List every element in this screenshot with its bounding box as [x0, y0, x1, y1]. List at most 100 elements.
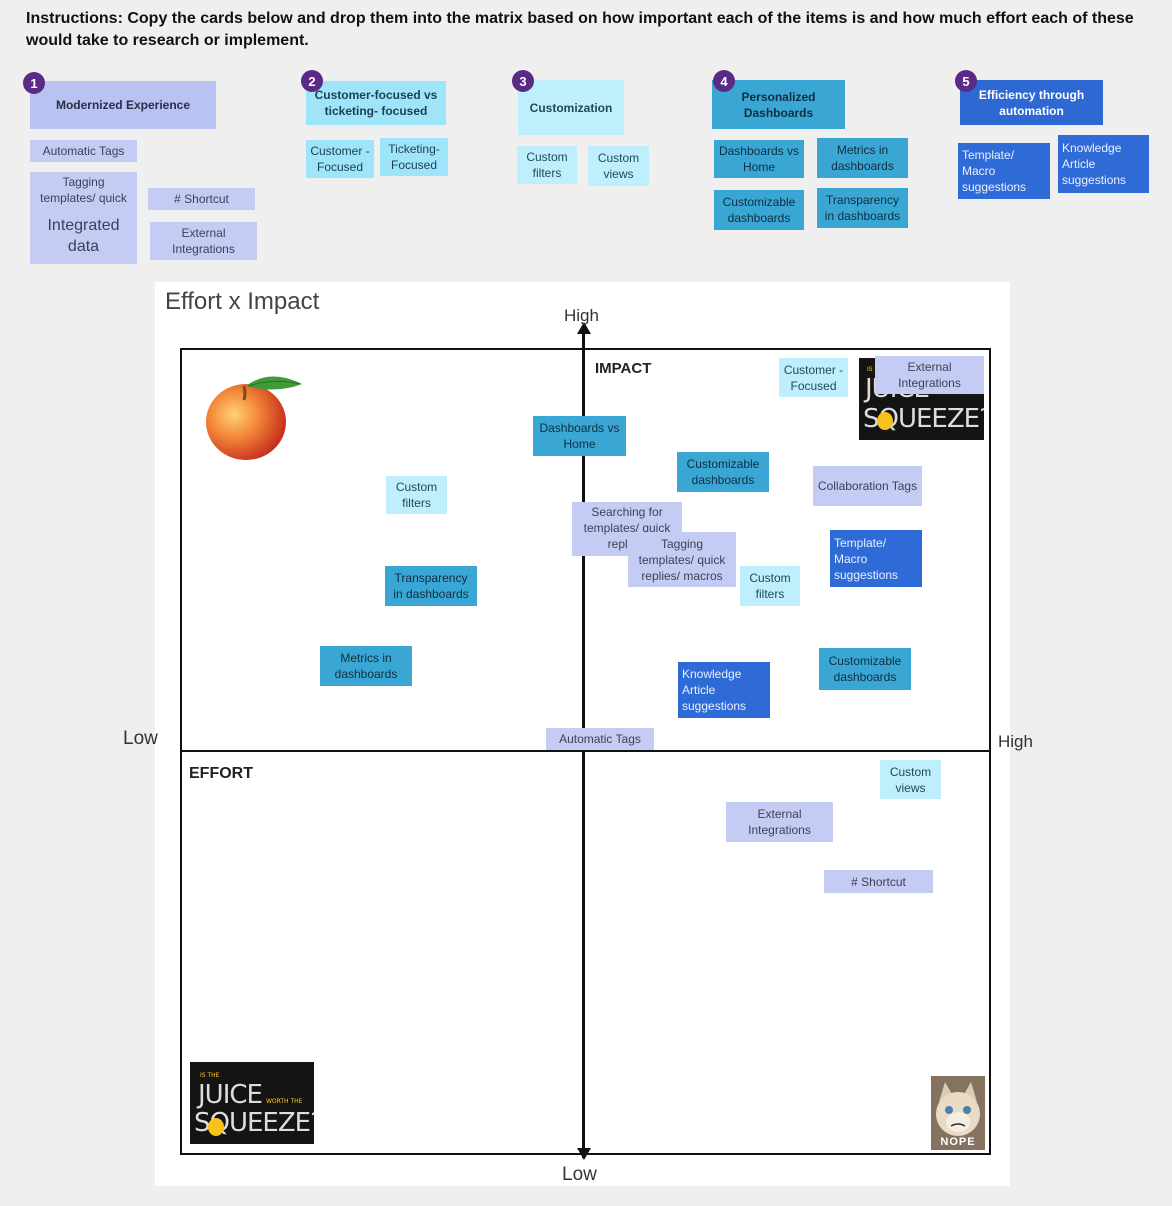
- card-customizable-dashboards[interactable]: Customizable dashboards: [714, 190, 804, 230]
- card-text: Custom filters: [395, 480, 438, 510]
- card-text: Efficiency through automation: [978, 87, 1085, 118]
- card-text: Modernized Experience: [55, 98, 191, 112]
- category-badge-3: 3: [512, 70, 534, 92]
- card-text: Custom filters: [526, 150, 568, 180]
- matrix-card-searching-templates[interactable]: Searching for templates/ quick replies/: [572, 502, 682, 556]
- card-text: Automatic Tags: [42, 144, 125, 158]
- card-text: Custom filters: [749, 571, 791, 601]
- matrix-card-template-macro[interactable]: Template/ Macro suggestions: [830, 530, 922, 587]
- category-badge-1: 1: [23, 72, 45, 94]
- axis-arrow-down-icon: [577, 1148, 591, 1160]
- matrix-card-custom-filters[interactable]: Custom filters: [386, 476, 447, 514]
- card-text: Tagging templates/ quick replies/ macros: [638, 536, 726, 583]
- matrix-card-dashboards-vs-home[interactable]: Dashboards vs Home: [533, 416, 626, 456]
- card-dashboards-vs-home[interactable]: Dashboards vs Home: [714, 140, 804, 178]
- matrix-card-collaboration-tags[interactable]: Collaboration Tags: [813, 466, 922, 506]
- card-transparency-in-dashboards[interactable]: Transparency in dashboards: [817, 188, 908, 228]
- card-text: External Integrations: [172, 226, 235, 256]
- matrix-card-customizable-dashboards[interactable]: Customizable dashboards: [677, 452, 769, 492]
- card-text: Customer -Focused: [310, 144, 370, 174]
- matrix-card-external-integrations-2[interactable]: External Integrations: [726, 802, 833, 842]
- card-text: Ticketing- Focused: [388, 142, 440, 172]
- card-custom-views[interactable]: Custom views: [588, 146, 649, 186]
- y-axis-high-label: High: [564, 306, 599, 325]
- card-template-macro-suggestions[interactable]: Template/ Macro suggestions: [958, 143, 1050, 199]
- matrix-card-metrics[interactable]: Metrics in dashboards: [320, 646, 412, 686]
- cat-face-icon: [931, 1076, 985, 1150]
- card-external-integrations[interactable]: External Integrations: [150, 222, 257, 260]
- juice-text-line1: IS THE: [200, 1072, 220, 1079]
- card-text: Transparency in dashboards: [393, 571, 469, 601]
- matrix-title: Effort x Impact: [165, 288, 320, 315]
- card-text: Automatic Tags: [559, 732, 641, 746]
- x-axis-high-label: High: [998, 732, 1033, 751]
- card-text: Template/ Macro suggestions: [834, 535, 899, 582]
- matrix-card-transparency[interactable]: Transparency in dashboards: [385, 566, 477, 606]
- peach-image[interactable]: [200, 370, 306, 465]
- card-text: Custom views: [597, 151, 640, 181]
- card-customer-focused[interactable]: Customer -Focused: [306, 140, 374, 178]
- axis-arrow-up-icon: [577, 322, 591, 334]
- category-header-customer-focused[interactable]: Customer-focused vs ticketing- focused: [306, 81, 446, 125]
- card-text: # Shortcut: [851, 874, 906, 889]
- card-text: Dashboards vs Home: [718, 144, 800, 174]
- card-automatic-tags[interactable]: Automatic Tags: [30, 140, 137, 162]
- category-header-modernized-experience[interactable]: Modernized Experience: [30, 81, 216, 129]
- card-knowledge-article-suggestions[interactable]: Knowledge Article suggestions: [1058, 135, 1149, 193]
- card-metrics-in-dashboards[interactable]: Metrics in dashboards: [817, 138, 908, 178]
- matrix-card-external-integrations[interactable]: External Integrations: [875, 356, 984, 394]
- category-badge-2: 2: [301, 70, 323, 92]
- card-text: Knowledge Article suggestions: [1062, 141, 1127, 187]
- y-axis-low-label: Low: [562, 1164, 597, 1185]
- cat-caption-text: NOPE: [940, 1136, 976, 1148]
- card-tagging-templates[interactable]: Tagging templates/ quick: [30, 172, 137, 209]
- card-text: Customizable dashboards: [686, 457, 760, 487]
- matrix-card-custom-views[interactable]: Custom views: [880, 760, 941, 799]
- juice-image-bottom[interactable]: IS THE JUICE WORTH THE SQUEEZE?: [190, 1062, 314, 1144]
- juice-text-line2: JUICE: [198, 1080, 263, 1110]
- effort-label: EFFORT: [189, 765, 253, 782]
- matrix-card-custom-filters-2[interactable]: Custom filters: [740, 566, 800, 606]
- card-text: Customer-focused vs ticketing- focused: [314, 88, 438, 118]
- card-text: Custom views: [889, 764, 932, 795]
- card-integrated-data[interactable]: Integrated data: [30, 208, 137, 264]
- instructions-text: Instructions: Copy the cards below and d…: [26, 10, 1134, 49]
- effort-axis-line: [180, 750, 991, 752]
- lightbulb-icon: [877, 412, 893, 430]
- card-ticketing-focused[interactable]: Ticketing- Focused: [380, 138, 448, 176]
- card-text: External Integrations: [748, 807, 811, 837]
- grumpy-cat-image[interactable]: NOPE: [931, 1076, 985, 1150]
- card-text: Metrics in dashboards: [831, 143, 894, 173]
- lightbulb-icon: [208, 1118, 224, 1136]
- card-text: Integrated data: [47, 217, 120, 255]
- x-axis-low-label: Low: [123, 728, 158, 749]
- category-header-personalized-dashboards[interactable]: Personalized Dashboards: [712, 80, 845, 129]
- card-text: Metrics in dashboards: [334, 651, 398, 681]
- impact-label: IMPACT: [595, 360, 652, 377]
- card-text: Dashboards vs Home: [539, 421, 620, 451]
- matrix-card-customer-focused[interactable]: Customer -Focused: [779, 358, 848, 397]
- card-custom-filters[interactable]: Custom filters: [517, 146, 577, 184]
- category-header-efficiency-automation[interactable]: Efficiency through automation: [960, 80, 1103, 125]
- card-text: External Integrations: [898, 360, 961, 390]
- matrix-card-tagging-templates[interactable]: Tagging templates/ quick replies/ macros: [628, 532, 736, 587]
- matrix-card-automatic-tags[interactable]: Automatic Tags: [546, 728, 654, 750]
- card-text: Customizable dashboards: [722, 195, 796, 225]
- category-header-customization[interactable]: Customization: [518, 80, 624, 135]
- category-badge-5: 5: [955, 70, 977, 92]
- juice-text-line3: WORTH THE: [266, 1098, 303, 1105]
- card-text: Tagging templates/ quick: [40, 175, 127, 205]
- card-text: Searching for templates/ quick replies/: [583, 505, 671, 551]
- card-text: Collaboration Tags: [817, 479, 918, 493]
- card-shortcut[interactable]: # Shortcut: [148, 188, 255, 210]
- card-text: # Shortcut: [174, 192, 229, 206]
- matrix-card-customizable-dashboards-2[interactable]: Customizable dashboards: [819, 648, 911, 690]
- card-text: Customizable dashboards: [828, 654, 902, 684]
- card-text: Customer -Focused: [783, 362, 844, 393]
- card-text: Template/ Macro suggestions: [962, 148, 1027, 194]
- matrix-card-shortcut[interactable]: # Shortcut: [824, 870, 933, 893]
- peach-icon: [206, 376, 302, 460]
- matrix-card-knowledge-article[interactable]: Knowledge Article suggestions: [678, 662, 770, 718]
- card-text: Transparency in dashboards: [824, 193, 901, 223]
- card-text: Customization: [529, 100, 613, 115]
